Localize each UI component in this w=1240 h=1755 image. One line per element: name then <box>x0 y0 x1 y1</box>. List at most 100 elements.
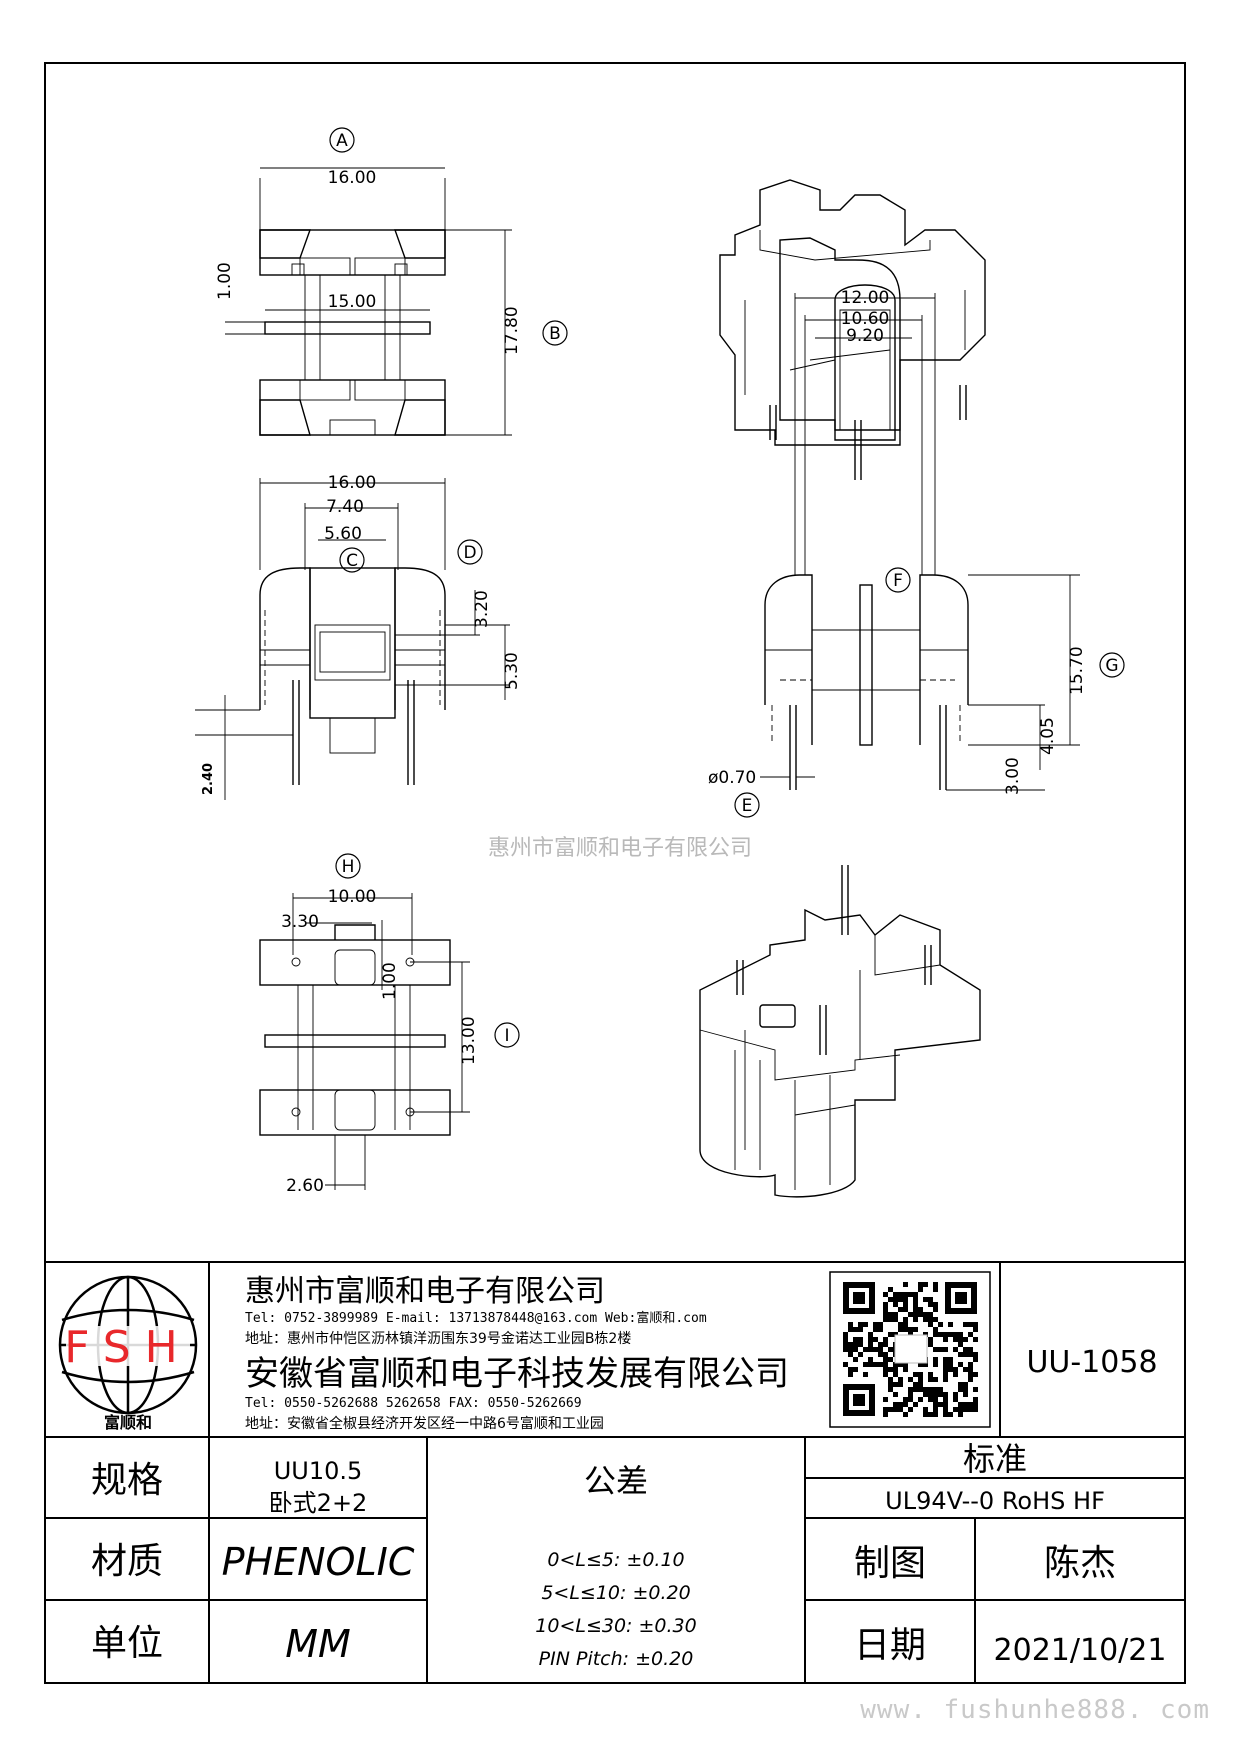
qr-module <box>933 1357 938 1362</box>
tolerance-line-2: 5<L≤10: ±0.20 <box>541 1582 690 1604</box>
qr-module <box>873 1337 878 1342</box>
qr-module <box>938 1347 943 1352</box>
dim-i-1300: 13.00 <box>459 1016 479 1065</box>
qr-module <box>883 1412 888 1417</box>
qr-module <box>968 1407 973 1412</box>
qr-module <box>958 1402 963 1407</box>
standard-value: UL94V--0 RoHS HF <box>885 1487 1105 1515</box>
qr-module <box>938 1322 943 1327</box>
qr-module <box>903 1297 908 1302</box>
qr-module <box>858 1337 863 1342</box>
qr-module <box>843 1347 848 1352</box>
qr-module <box>903 1327 908 1332</box>
qr-module <box>858 1322 863 1327</box>
material-value: PHENOLIC <box>222 1540 415 1584</box>
qr-module <box>853 1342 858 1347</box>
qr-module <box>958 1352 963 1357</box>
qr-module <box>888 1407 893 1412</box>
qr-module <box>893 1367 898 1372</box>
qr-module <box>953 1392 958 1397</box>
qr-module <box>848 1347 853 1352</box>
qr-module <box>968 1322 973 1327</box>
qr-module <box>913 1317 918 1322</box>
qr-module <box>908 1327 913 1332</box>
qr-module <box>913 1372 918 1377</box>
qr-module <box>898 1307 903 1312</box>
watermark-text: 惠州市富顺和电子有限公司 <box>487 836 753 861</box>
qr-module <box>848 1352 853 1357</box>
qr-module <box>913 1382 918 1387</box>
qr-module <box>898 1402 903 1407</box>
dim-e-pin: ø0.70 <box>708 768 756 788</box>
qr-module <box>913 1302 918 1307</box>
dim-f-1060: 10.60 <box>841 309 890 329</box>
qr-module <box>903 1307 908 1312</box>
company-address-1: 地址：惠州市仲恺区沥林镇洋沥围东39号金诺达工业园B栋2楼 <box>245 1330 631 1347</box>
label-d: D <box>463 543 476 563</box>
qr-module <box>958 1332 963 1337</box>
qr-module <box>868 1347 873 1352</box>
qr-module <box>898 1407 903 1412</box>
qr-module <box>943 1337 948 1342</box>
qr-module <box>913 1402 918 1407</box>
spec-value-2: 卧式2+2 <box>269 1489 368 1517</box>
company-name-1: 惠州市富顺和电子有限公司 <box>245 1274 605 1309</box>
qr-module <box>843 1362 848 1367</box>
qr-module <box>953 1407 958 1412</box>
qr-module <box>883 1372 888 1377</box>
qr-module <box>883 1342 888 1347</box>
qr-module <box>853 1357 858 1362</box>
qr-module <box>953 1367 958 1372</box>
qr-module <box>933 1307 938 1312</box>
dim-g-300: 3.00 <box>1003 757 1023 795</box>
qr-module <box>928 1322 933 1327</box>
qr-module <box>883 1317 888 1322</box>
part-number: UU-1058 <box>1026 1345 1157 1380</box>
view-h-i: H 10.00 3.30 1.00 13.00 I <box>259 853 520 1196</box>
label-i: I <box>504 1026 509 1046</box>
qr-module <box>923 1317 928 1322</box>
tolerance-line-4: PIN Pitch: ±0.20 <box>539 1648 694 1670</box>
label-h: H <box>342 857 355 877</box>
drawn-value: 陈杰 <box>1044 1543 1116 1584</box>
qr-module <box>858 1327 863 1332</box>
qr-module <box>923 1362 928 1367</box>
dim-c-740: 7.40 <box>326 497 364 517</box>
qr-module <box>918 1362 923 1367</box>
qr-module <box>943 1412 948 1417</box>
dim-f-1200: 12.00 <box>841 288 890 308</box>
label-b: B <box>549 324 561 344</box>
qr-module <box>958 1382 963 1387</box>
qr-module <box>928 1397 933 1402</box>
qr-module <box>943 1332 948 1337</box>
qr-module <box>933 1282 938 1287</box>
dim-c-560: 5.60 <box>324 524 362 544</box>
qr-module <box>973 1327 978 1332</box>
qr-module <box>943 1357 948 1362</box>
qr-module <box>958 1342 963 1347</box>
qr-module <box>883 1292 888 1297</box>
qr-module <box>958 1387 963 1392</box>
qr-module <box>878 1347 883 1352</box>
qr-module <box>968 1377 973 1382</box>
qr-module <box>928 1377 933 1382</box>
dim-f-920: 9.20 <box>846 326 884 346</box>
qr-module <box>848 1342 853 1347</box>
qr-module <box>933 1392 938 1397</box>
qr-module <box>878 1327 883 1332</box>
qr-module <box>933 1317 938 1322</box>
qr-module <box>923 1387 928 1392</box>
qr-module <box>883 1397 888 1402</box>
qr-module <box>903 1317 908 1322</box>
label-f: F <box>893 571 903 591</box>
qr-module <box>973 1402 978 1407</box>
qr-module <box>928 1317 933 1322</box>
dim-a-inner: 15.00 <box>328 292 377 312</box>
qr-module <box>918 1377 923 1382</box>
qr-module <box>918 1282 923 1287</box>
qr-module <box>898 1382 903 1387</box>
qr-module <box>908 1397 913 1402</box>
qr-module <box>898 1292 903 1297</box>
qr-module <box>913 1327 918 1332</box>
qr-module <box>903 1397 908 1402</box>
